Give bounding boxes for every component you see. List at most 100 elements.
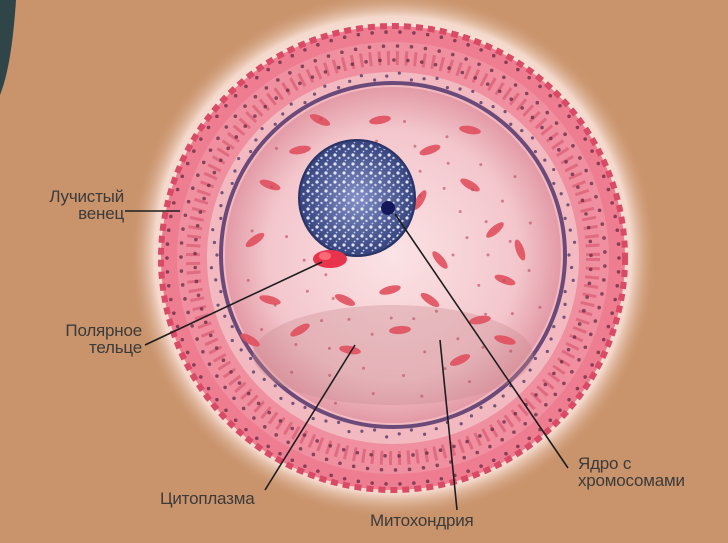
cytoplasm-granule <box>528 269 531 272</box>
nucleolus <box>381 201 395 215</box>
corona-cell-nucleus <box>194 238 198 242</box>
membrane-granule <box>249 150 252 153</box>
corona-cell-nucleus <box>311 75 315 79</box>
membrane-granule <box>531 136 534 139</box>
membrane-granule <box>263 378 266 381</box>
corona-cell-nucleus <box>169 215 173 219</box>
corona-cell-nucleus <box>369 453 373 457</box>
corona-cell-nucleus <box>213 171 217 175</box>
membrane-granule <box>446 86 449 89</box>
corona-cell-nucleus <box>597 306 601 310</box>
membrane-granule <box>509 123 512 126</box>
membrane-granule <box>290 103 293 106</box>
corona-cell-nucleus <box>244 428 248 432</box>
corona-cell-nucleus <box>555 121 559 125</box>
corona-cell-nucleus <box>370 31 374 35</box>
corona-cell-nucleus <box>167 284 171 288</box>
membrane-granule <box>215 253 218 256</box>
label-nucleus: Ядро с хромосомами <box>578 455 685 489</box>
corona-cell-nucleus <box>192 149 196 153</box>
nucleus <box>299 140 415 256</box>
cytoplasm-granule <box>538 306 541 309</box>
membrane-granule <box>216 304 219 307</box>
corona-cell-nucleus <box>516 68 520 72</box>
corona-cell-nucleus <box>602 175 606 179</box>
corona-cell-nucleus <box>462 456 466 460</box>
corona-cell-nucleus <box>523 422 527 426</box>
membrane-granule <box>491 105 494 108</box>
membrane-granule <box>281 112 284 115</box>
membrane-granule <box>570 266 573 269</box>
membrane-granule <box>567 253 570 256</box>
cytoplasm-granule <box>260 328 263 331</box>
corona-cell-nucleus <box>338 461 342 465</box>
corona-cell-nucleus <box>364 60 368 64</box>
cytoplasm-granule <box>443 187 446 190</box>
corona-cell-nucleus <box>567 348 571 352</box>
cytoplasm-granule <box>420 395 423 398</box>
membrane-granule <box>313 93 316 96</box>
corona-cell-nucleus <box>186 162 190 166</box>
membrane-granule <box>323 85 326 88</box>
corona-cell-nucleus <box>500 438 504 442</box>
membrane-granule <box>233 169 236 172</box>
corona-cell-nucleus <box>588 282 592 286</box>
membrane-granule <box>566 203 569 206</box>
corona-cell-nucleus <box>286 88 290 92</box>
corona-cell-nucleus <box>615 284 619 288</box>
corona-cell-nucleus <box>466 469 470 473</box>
membrane-granule <box>337 86 340 89</box>
corona-cell-nucleus <box>486 82 490 86</box>
corona-cell-nucleus <box>224 408 228 412</box>
membrane-granule <box>422 77 425 80</box>
corona-cell-nucleus <box>465 440 469 444</box>
corona-cell-nucleus <box>589 333 593 337</box>
membrane-granule <box>520 129 523 132</box>
cytoplasm-granule <box>402 374 405 377</box>
corona-cell-nucleus <box>502 75 506 79</box>
corona-cell-nucleus <box>408 468 412 472</box>
membrane-granule <box>562 316 565 319</box>
corona-cell-nucleus <box>234 94 238 98</box>
corona-cell-nucleus <box>570 370 574 374</box>
corona-cell-nucleus <box>384 30 388 34</box>
cytoplasm-granule <box>275 147 278 150</box>
cytoplasm-granule <box>413 145 416 148</box>
corona-cell-nucleus <box>324 70 328 74</box>
membrane-granule <box>573 241 576 244</box>
corona-cell-nucleus <box>223 386 227 390</box>
corona-cell-nucleus <box>590 182 594 186</box>
corona-cell-nucleus <box>366 467 370 471</box>
corona-cell-nucleus <box>412 31 416 35</box>
corona-cell-nucleus <box>243 104 247 108</box>
corona-cell-nucleus <box>254 95 258 99</box>
corona-cell-nucleus <box>582 309 586 313</box>
corona-cell-nucleus <box>166 242 170 246</box>
membrane-granule <box>348 80 351 83</box>
corona-cell-nucleus <box>244 85 248 89</box>
corona-cell-nucleus <box>492 54 496 58</box>
cytoplasm-granule <box>452 254 455 257</box>
corona-cell-nucleus <box>584 169 588 173</box>
corona-cell-nucleus <box>590 149 594 153</box>
corona-cell-nucleus <box>204 320 208 324</box>
cytoplasm-granule <box>513 175 516 178</box>
corona-cell-nucleus <box>368 46 372 50</box>
corona-cell-nucleus <box>193 252 197 256</box>
cytoplasm-granule <box>371 333 374 336</box>
corona-cell-nucleus <box>288 71 292 75</box>
corona-cell-nucleus <box>552 372 556 376</box>
corona-cell-nucleus <box>234 418 238 422</box>
corona-cell-nucleus <box>192 363 196 367</box>
corona-cell-nucleus <box>180 241 184 245</box>
corona-cell-nucleus <box>215 398 219 402</box>
corona-cell-nucleus <box>426 480 430 484</box>
corona-cell-nucleus <box>589 254 593 258</box>
corona-cell-nucleus <box>583 137 587 141</box>
membrane-granule <box>360 430 363 433</box>
corona-cell-nucleus <box>187 200 191 204</box>
corona-cell-nucleus <box>451 53 455 57</box>
membrane-granule <box>214 278 217 281</box>
corona-cell-nucleus <box>587 226 591 230</box>
corona-cell-nucleus <box>167 228 171 232</box>
